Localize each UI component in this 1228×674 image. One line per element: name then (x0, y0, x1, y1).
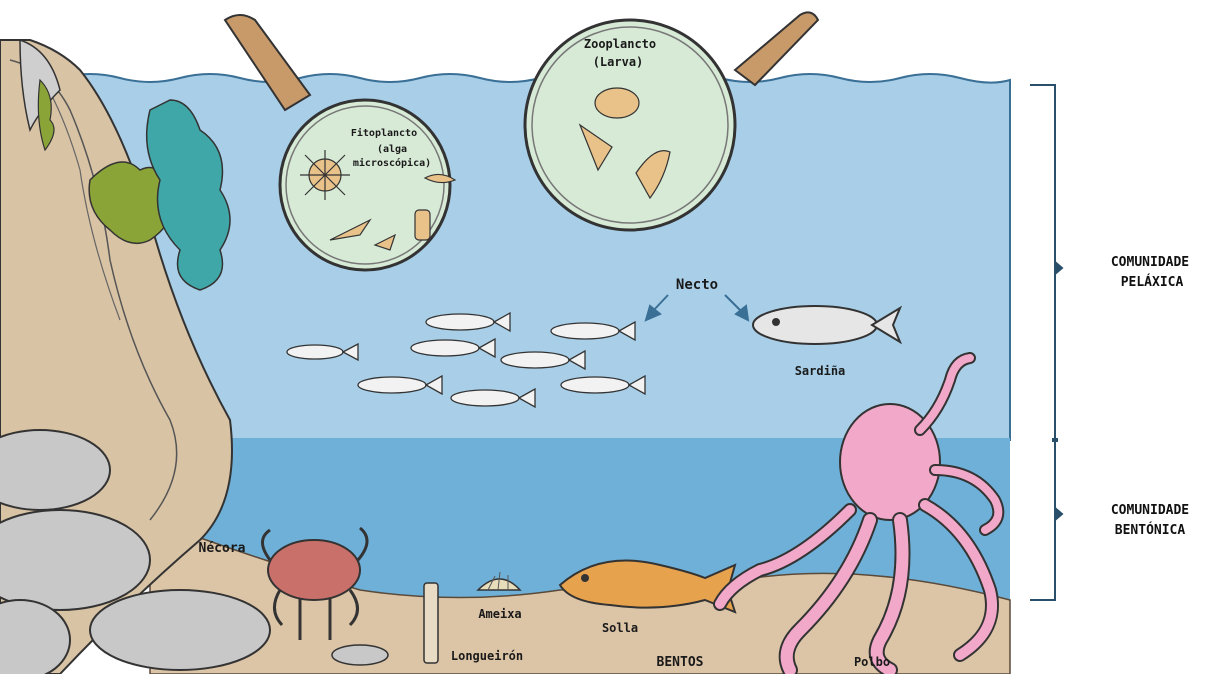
zooplankton-label-1: Zooplancto (584, 37, 656, 51)
pelagic-label-2: PELÁXICA (1121, 274, 1184, 290)
benthic-label-2: BENTÓNICA (1115, 522, 1186, 538)
clam-label: Ameixa (478, 607, 521, 621)
razor-clam (424, 583, 438, 663)
community-brackets (1030, 85, 1062, 600)
razor-clam-label: Longueirón (451, 649, 523, 663)
phytoplankton-label-1: Fitoplancto (351, 127, 417, 139)
crab-label: Nécora (199, 541, 246, 556)
pelagic-label-1: COMUNIDADE (1111, 255, 1189, 270)
phytoplankton-label-2: (alga (377, 144, 407, 155)
octopus-label: Polbo (854, 655, 890, 669)
phytoplankton-label-3: microscópica) (353, 157, 431, 169)
benthos-label: BENTOS (657, 655, 704, 670)
zooplankton-label-2: (Larva) (593, 55, 644, 69)
sardine-label: Sardiña (795, 364, 846, 378)
benthic-label-1: COMUNIDADE (1111, 503, 1189, 518)
nekton-label: Necto (676, 277, 718, 293)
flatfish-label: Solla (602, 621, 638, 635)
